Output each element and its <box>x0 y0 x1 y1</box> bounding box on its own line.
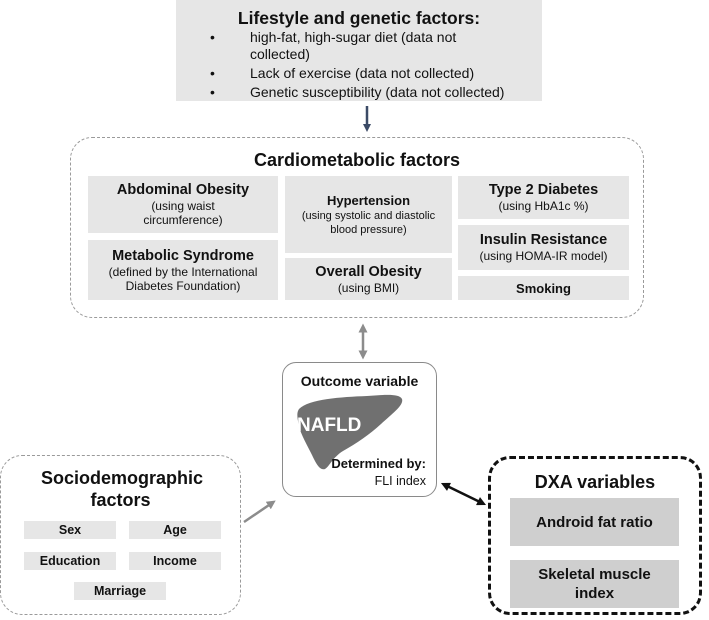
hypertension-name: Hypertension <box>326 193 411 208</box>
lifestyle-item-text: Lack of exercise (data not collected) <box>250 65 475 81</box>
socio-sex: Sex <box>24 521 116 539</box>
metabolic-syndrome-detail: (defined by the International Diabetes F… <box>108 264 258 293</box>
lifestyle-item-text: Genetic susceptibility (data not collect… <box>250 84 505 100</box>
socio-education: Education <box>24 552 116 570</box>
android-fat-ratio-box: Android fat ratio <box>510 498 679 546</box>
smoking-name: Smoking <box>516 280 571 296</box>
android-fat-ratio-label: Android fat ratio <box>536 513 653 531</box>
nafld-label: NAFLD <box>297 415 362 436</box>
arrow-outcome-dxa <box>440 482 487 506</box>
overall-obesity-detail: (using BMI) <box>337 280 400 295</box>
overall-obesity-name: Overall Obesity <box>315 263 422 280</box>
bullet: • <box>210 65 215 81</box>
lifestyle-box: Lifestyle and genetic factors: • high-fat… <box>176 0 542 101</box>
liver-icon <box>297 394 403 470</box>
overall-obesity-box: Overall Obesity (using BMI) <box>285 258 452 300</box>
arrow-socio-to-outcome <box>243 500 276 524</box>
skeletal-muscle-index-box: Skeletal muscle index <box>510 560 679 608</box>
socio-income: Income <box>129 552 221 570</box>
dxa-title: DXA variables <box>534 472 656 492</box>
determined-by-label: Determined by: <box>331 456 426 471</box>
metabolic-syndrome-name: Metabolic Syndrome <box>112 247 254 264</box>
lifestyle-item-text: high-fat, high-sugar diet (data not coll… <box>250 29 457 62</box>
insulin-resistance-name: Insulin Resistance <box>479 232 608 248</box>
cardiometabolic-container <box>70 137 644 318</box>
type2-diabetes-box: Type 2 Diabetes (using HbA1c %) <box>458 176 629 219</box>
lifestyle-item-genetic: • Genetic susceptibility (data not collec… <box>210 84 504 101</box>
smoking-box: Smoking <box>458 276 629 300</box>
cardiometabolic-title: Cardiometabolic factors <box>253 150 461 170</box>
insulin-resistance-box: Insulin Resistance (using HOMA-IR model) <box>458 225 629 270</box>
lifestyle-item-diet: • high-fat, high-sugar diet (data not col… <box>210 29 504 63</box>
type2-diabetes-detail: (using HbA1c %) <box>498 199 589 213</box>
skeletal-muscle-index-label: Skeletal muscle index <box>538 566 651 602</box>
socio-marriage: Marriage <box>74 582 166 600</box>
sociodemographic-title: Sociodemographic factors <box>41 468 204 510</box>
metabolic-syndrome-box: Metabolic Syndrome (defined by the Inter… <box>88 240 278 300</box>
socio-age: Age <box>129 521 221 539</box>
fli-index-label: FLI index <box>374 474 426 488</box>
abdominal-obesity-detail: (using waist circumference) <box>143 199 223 227</box>
outcome-title: Outcome variable <box>300 373 419 389</box>
hypertension-box: Hypertension (using systolic and diastol… <box>285 176 452 253</box>
insulin-resistance-detail: (using HOMA-IR model) <box>479 249 608 263</box>
lifestyle-title: Lifestyle and genetic factors: <box>237 8 481 28</box>
dxa-container: DXA variables <box>488 456 702 615</box>
outcome-box: Outcome variable NAFLD Determined by: FL… <box>282 362 437 497</box>
bullet: • <box>210 29 215 45</box>
sociodemographic-container: Sociodemographic factors <box>0 455 241 615</box>
abdominal-obesity-name: Abdominal Obesity <box>116 182 250 198</box>
hypertension-detail: (using systolic and diastolic blood pres… <box>301 210 436 236</box>
type2-diabetes-name: Type 2 Diabetes <box>488 182 599 198</box>
bullet: • <box>210 84 215 100</box>
lifestyle-list: • high-fat, high-sugar diet (data not col… <box>210 29 504 103</box>
abdominal-obesity-box: Abdominal Obesity (using waist circumfer… <box>88 176 278 233</box>
lifestyle-item-exercise: • Lack of exercise (data not collected) <box>210 65 504 82</box>
